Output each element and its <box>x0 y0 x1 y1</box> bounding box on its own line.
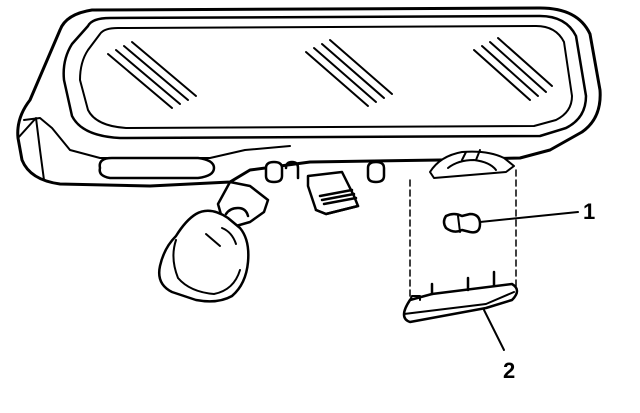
mirror-lamp-lens <box>100 158 214 178</box>
alignment-lines <box>410 170 516 300</box>
sensor-window <box>430 150 514 178</box>
mirror-buttons <box>266 162 384 182</box>
mount-stem <box>218 182 268 226</box>
mirror-glass-frame <box>64 16 586 138</box>
callout-2: 2 <box>503 358 516 383</box>
leader-line-2 <box>484 310 504 350</box>
mirror-housing-side-facet <box>18 118 44 180</box>
retaining-clip <box>444 214 480 232</box>
glare-lines-left <box>108 42 196 108</box>
mount-bracket <box>159 211 248 302</box>
glare-lines-right <box>474 38 552 100</box>
day-night-lever <box>308 172 358 214</box>
mirror-glass <box>80 26 572 128</box>
cover-panel <box>404 272 517 322</box>
glare-lines-middle <box>306 40 392 106</box>
leader-line-1 <box>480 212 578 222</box>
mirror-housing-lower-edge <box>24 118 290 158</box>
callout-1: 1 <box>583 199 596 224</box>
